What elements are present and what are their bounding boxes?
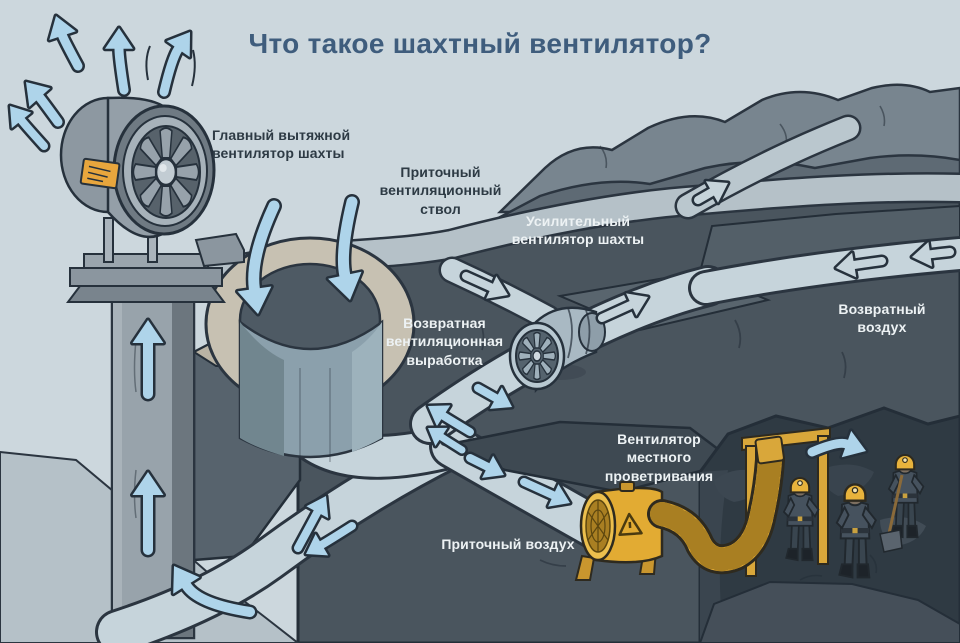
warning-triangle-icon <box>618 512 643 536</box>
label-supply-air: Приточный воздух <box>441 536 575 552</box>
miners <box>782 453 925 579</box>
label-main-exhaust-fan: Главный вытяжной вентилятор шахты <box>212 127 351 162</box>
fan-blades <box>132 127 200 217</box>
airflow-arrows <box>7 13 957 620</box>
local-ventilation-fan <box>574 481 664 581</box>
main-exhaust-fan <box>59 45 245 303</box>
label-local-fan: Вентилятор местного проветривания <box>604 431 714 484</box>
booster-fan-blades <box>518 331 556 381</box>
diagram-title: Что такое шахтный вентилятор? <box>248 28 712 59</box>
label-return-air: Возвратный воздух <box>838 301 926 336</box>
nameplate <box>79 157 121 190</box>
label-return-airway: Возвратная вентиляционная выработка <box>385 315 504 368</box>
label-booster-fan: Усилительный вентилятор шахты <box>511 213 645 248</box>
flex-duct <box>647 435 785 575</box>
label-supply-shaft: Приточный вентиляционный ствол <box>379 164 502 217</box>
shovel <box>879 474 904 553</box>
